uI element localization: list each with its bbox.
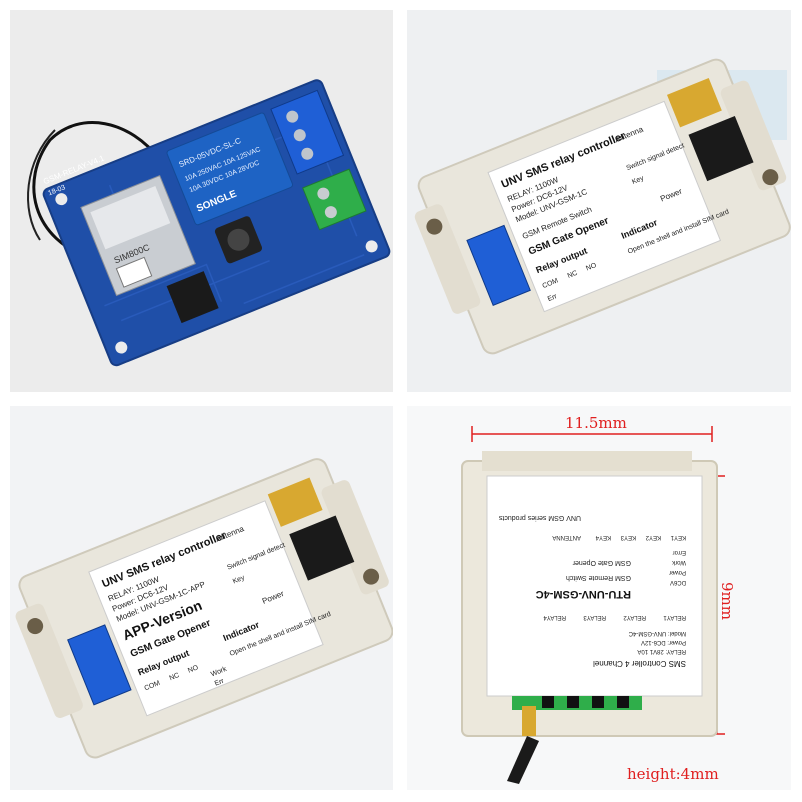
- label-4c-relay: RELAY: 28V1 10A: [637, 648, 686, 654]
- label-err: Err: [547, 293, 559, 303]
- label-4c-antenna: ANTENNA: [552, 534, 581, 540]
- label-4c-key-3: KEY3: [620, 534, 636, 540]
- app-label-no: NO: [187, 664, 200, 675]
- label-4c-relay-1: RELAY1: [663, 614, 686, 620]
- app-label-err: Err: [214, 677, 226, 687]
- label-4c-title: SMS Controller 4 Channel: [593, 659, 686, 668]
- height-dimension-label: 9mm: [718, 582, 736, 620]
- label-4c-key-4: KEY4: [595, 534, 611, 540]
- label-nc: NC: [567, 270, 579, 280]
- label-4c-work: Work: [671, 559, 686, 565]
- photo-enclosure-4c: 11.5mm 9mm SMS Controller 4 Channel RELA…: [407, 406, 791, 790]
- label-4c-model: Model: UNV-GSM-4C: [628, 630, 686, 636]
- label-4c-dc: DC6V: [670, 579, 686, 585]
- divider-horizontal: [0, 399, 802, 401]
- label-4c-power: Power: DC6-12V: [641, 639, 686, 645]
- photo-enclosure-1c: UNV SMS relay controller RELAY: 1100W Po…: [407, 10, 791, 392]
- label-4c-series: UNV GSM series products: [498, 514, 581, 521]
- label-4c-relay-2: RELAY2: [623, 614, 646, 620]
- label-4c-relay-3: RELAY3: [583, 614, 606, 620]
- app-label-key: Key: [232, 574, 246, 585]
- label-4c-power-port: Power: [669, 569, 686, 575]
- app-label-nc: NC: [168, 672, 180, 682]
- label-4c-key-2: KEY2: [645, 534, 661, 540]
- depth-dimension-label: height:4mm: [627, 765, 719, 783]
- label-no: NO: [585, 262, 598, 273]
- photo-bare-pcb: SIM800C SRD-05VDC-SL-C 10A 250VAC 10A 12…: [10, 10, 393, 392]
- label-key: Key: [631, 175, 645, 186]
- label-4c-key-1: KEY1: [670, 534, 686, 540]
- photo-enclosure-app: UNV SMS relay controller RELAY: 1100W Po…: [10, 406, 393, 790]
- divider-vertical: [399, 0, 401, 802]
- label-4c-code: RTU-UNV-GSM-4C: [536, 588, 631, 600]
- label-4c-opener: GSM Gate Opener: [572, 559, 631, 566]
- width-dimension-label: 11.5mm: [565, 414, 627, 432]
- label-4c-error: Error: [673, 549, 686, 555]
- label-4c-relay-4: RELAY4: [543, 614, 566, 620]
- label-4c-subtitle: GSM Remote Switch: [566, 574, 631, 581]
